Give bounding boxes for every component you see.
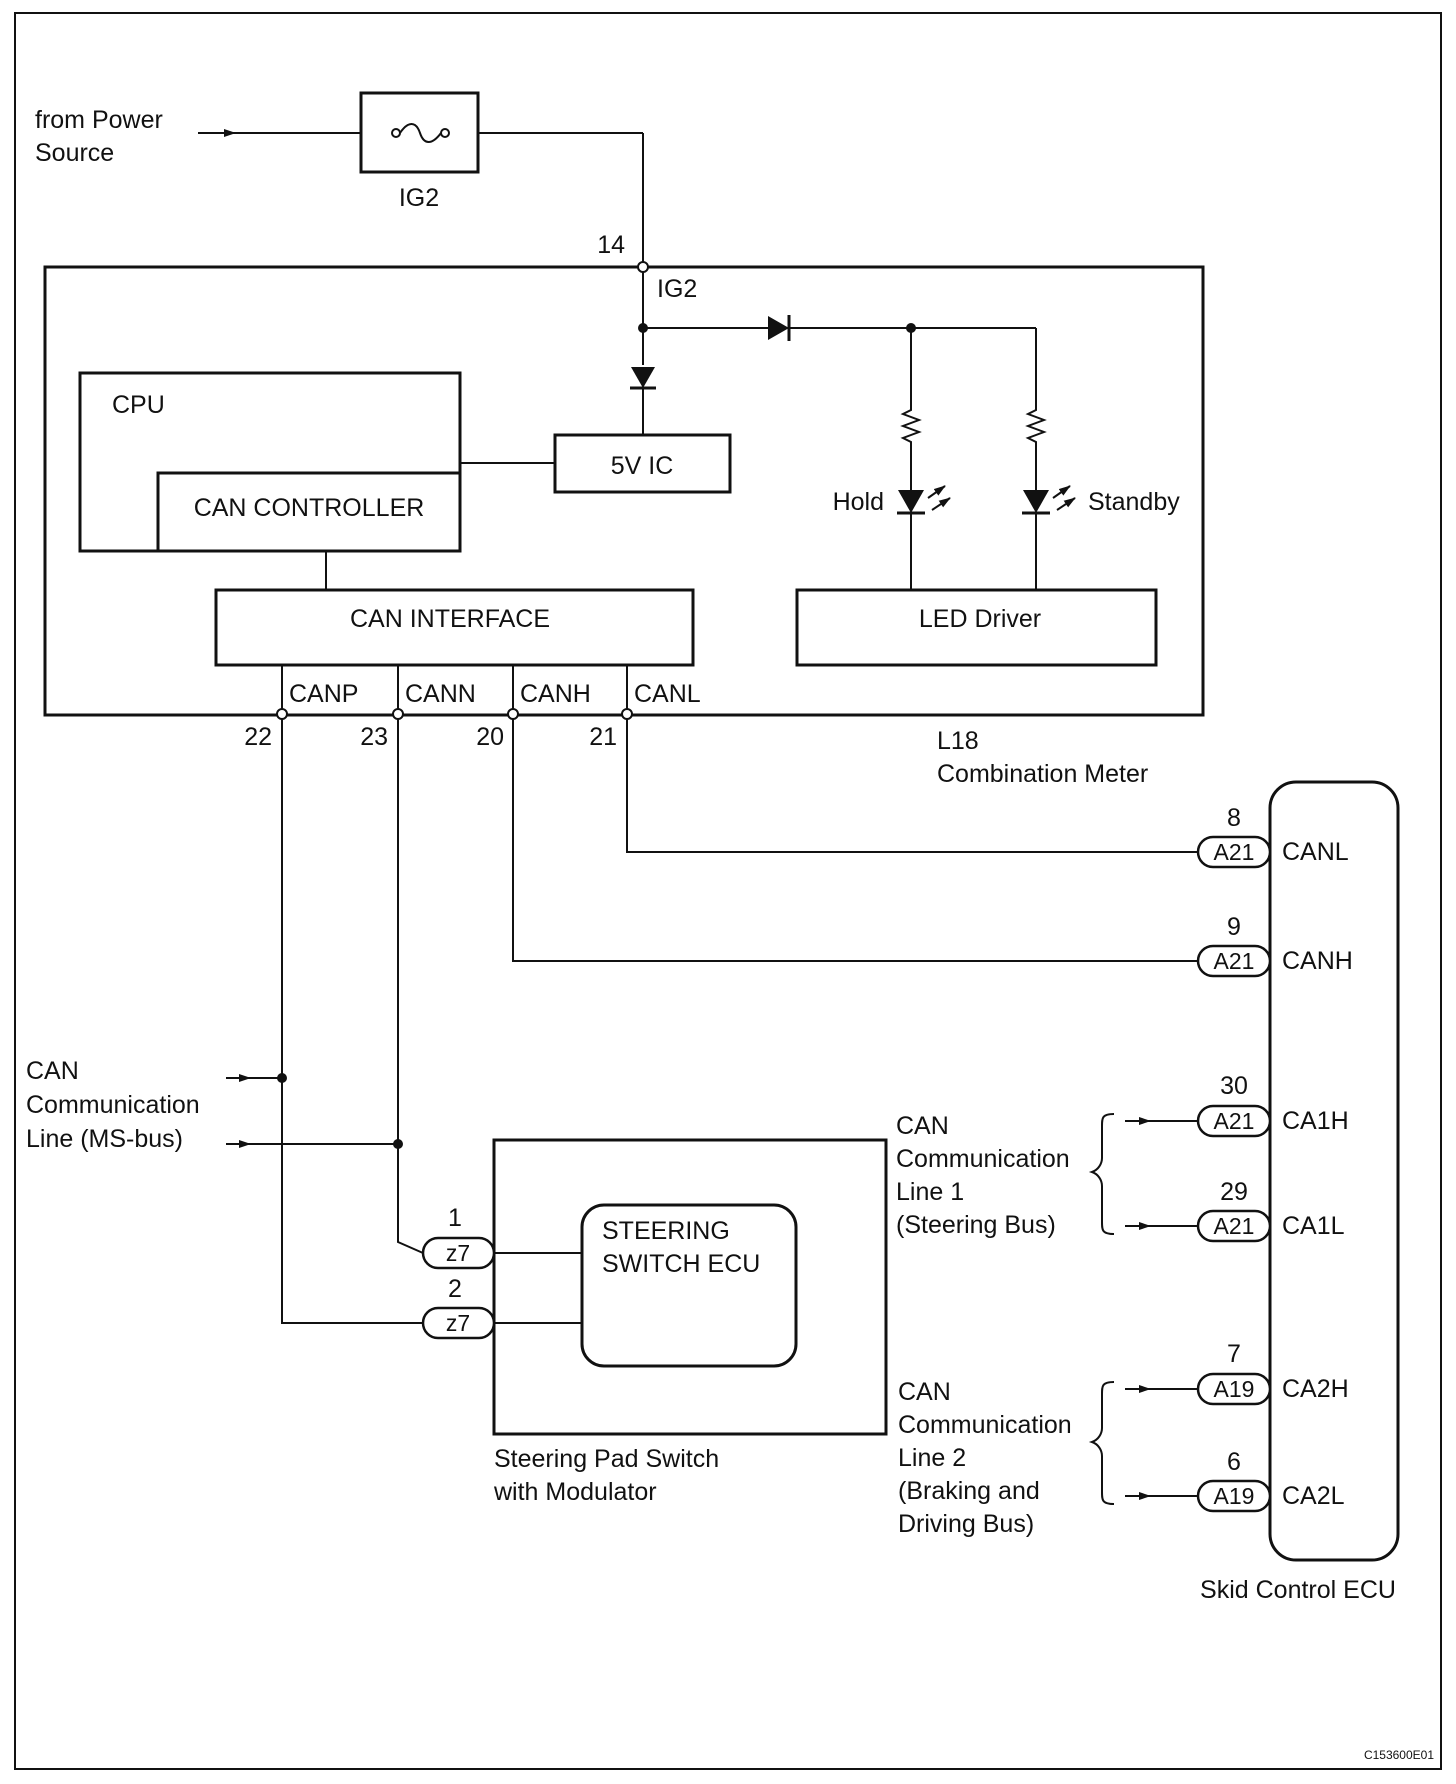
line2-brace xyxy=(1088,1381,1115,1505)
steering-switch-ecu-box xyxy=(580,1203,798,1368)
five-v-ic-label: 5V IC xyxy=(611,452,674,480)
ecu-pin-8-connector xyxy=(1196,835,1272,869)
ecu-pin-9-connector xyxy=(1196,944,1272,978)
ecu-pin-6-connector-label: A19 xyxy=(1214,1483,1255,1509)
led-driver-box xyxy=(795,588,1158,667)
ecu-pin-29-connector-label: A21 xyxy=(1214,1213,1255,1239)
can-ms-bus-label-1: CAN xyxy=(26,1057,79,1085)
ecu-pin-7-connector-label: A19 xyxy=(1214,1376,1255,1402)
outer-frame xyxy=(14,12,1442,1770)
terminal-canp xyxy=(276,708,288,720)
hold-label: Hold xyxy=(833,488,884,516)
ecu-pin-8-number: 8 xyxy=(1227,804,1241,832)
can-ms-bus-label-3: Line (MS-bus) xyxy=(26,1125,183,1153)
resistor-hold-icon xyxy=(900,403,922,490)
ecu-pin-6-signal: CA2L xyxy=(1282,1482,1345,1510)
five-v-ic-box xyxy=(553,433,732,494)
ecu-pin-29-signal: CA1L xyxy=(1282,1212,1345,1240)
terminal-canl xyxy=(621,708,633,720)
pin-canh-name: CANH xyxy=(520,680,591,708)
ecu-pin-9-connector-label: A21 xyxy=(1214,948,1255,974)
fuse-icon xyxy=(391,123,450,143)
steering-switch-ecu-label-2: SWITCH ECU xyxy=(602,1250,760,1278)
z7-pin1-connector xyxy=(421,1236,496,1270)
ecu-pin-9-number: 9 xyxy=(1227,913,1241,941)
skid-control-ecu-label: Skid Control ECU xyxy=(1200,1576,1396,1604)
pin-canl-number: 21 xyxy=(589,723,617,751)
pin-cann-number: 23 xyxy=(360,723,388,751)
can-controller-label: CAN CONTROLLER xyxy=(194,494,425,522)
steering-switch-ecu-label-1: STEERING xyxy=(602,1217,730,1245)
pin-canl-name: CANL xyxy=(634,680,701,708)
can-line1-label-1: CAN xyxy=(896,1112,949,1140)
pin-canp-number: 22 xyxy=(244,723,272,751)
terminal-cann xyxy=(392,708,404,720)
skid-control-ecu-box xyxy=(1268,780,1400,1562)
steering-pad-name-1: Steering Pad Switch xyxy=(494,1445,719,1473)
combination-meter-connector: L18 xyxy=(937,727,979,755)
pin-canp-name: CANP xyxy=(289,680,358,708)
can-line1-label-3: Line 1 xyxy=(896,1178,964,1206)
pin-canh-number: 20 xyxy=(476,723,504,751)
power-source-label-line2: Source xyxy=(35,139,114,167)
ecu-pin-7-signal: CA2H xyxy=(1282,1375,1349,1403)
ecu-pin-30-connector-label: A21 xyxy=(1214,1108,1255,1134)
can-interface-box xyxy=(214,588,695,667)
combination-meter-name: Combination Meter xyxy=(937,760,1148,788)
ecu-pin-30-signal: CA1H xyxy=(1282,1107,1349,1135)
z7-pin2-connector-label: z7 xyxy=(446,1310,470,1336)
wire-canh xyxy=(512,719,1198,962)
ecu-pin-30-number: 30 xyxy=(1220,1072,1248,1100)
standby-label: Standby xyxy=(1088,488,1180,516)
wire-cann xyxy=(397,719,424,1254)
wire-canp xyxy=(281,719,423,1324)
can-line1-label-2: Communication xyxy=(896,1145,1070,1173)
can-ms-bus-label-2: Communication xyxy=(26,1091,200,1119)
z7-pin2-number: 2 xyxy=(448,1275,462,1303)
can-controller-box xyxy=(156,471,462,553)
ecu-pin-6-number: 6 xyxy=(1227,1448,1241,1476)
z7-pin1-connector-label: z7 xyxy=(446,1240,470,1266)
power-source-label-line1: from Power xyxy=(35,106,163,134)
ecu-pin-8-connector-label: A21 xyxy=(1214,839,1255,865)
fuse-label: IG2 xyxy=(399,184,439,212)
led-driver-label: LED Driver xyxy=(919,605,1041,633)
terminal-canh xyxy=(507,708,519,720)
z7-pin2-connector xyxy=(421,1306,496,1340)
ecu-pin-8-signal: CANL xyxy=(1282,838,1349,866)
can-line2-label-5: Driving Bus) xyxy=(898,1510,1034,1538)
resistor-standby-icon xyxy=(1025,403,1047,490)
can-line2-label-4: (Braking and xyxy=(898,1477,1040,1505)
z7-pin1-number: 1 xyxy=(448,1204,462,1232)
can-line1-label-4: (Steering Bus) xyxy=(896,1211,1056,1239)
ig2-pin-number: 14 xyxy=(597,231,625,259)
cpu-label: CPU xyxy=(112,391,165,419)
can-line2-label-1: CAN xyxy=(898,1378,951,1406)
can-line2-label-2: Communication xyxy=(898,1411,1072,1439)
wire-canl xyxy=(626,719,1198,853)
ig2-terminal xyxy=(637,261,649,273)
figure-code: C153600E01 xyxy=(1364,1748,1434,1762)
steering-pad-name-2: with Modulator xyxy=(493,1478,657,1506)
ecu-pin-9-signal: CANH xyxy=(1282,947,1353,975)
pin-cann-name: CANN xyxy=(405,680,476,708)
ig2-pin-name: IG2 xyxy=(657,275,697,303)
can-interface-label: CAN INTERFACE xyxy=(350,605,550,633)
can-line2-label-3: Line 2 xyxy=(898,1444,966,1472)
ecu-pin-7-number: 7 xyxy=(1227,1340,1241,1368)
line1-brace xyxy=(1088,1113,1115,1235)
ecu-pin-29-number: 29 xyxy=(1220,1178,1248,1206)
